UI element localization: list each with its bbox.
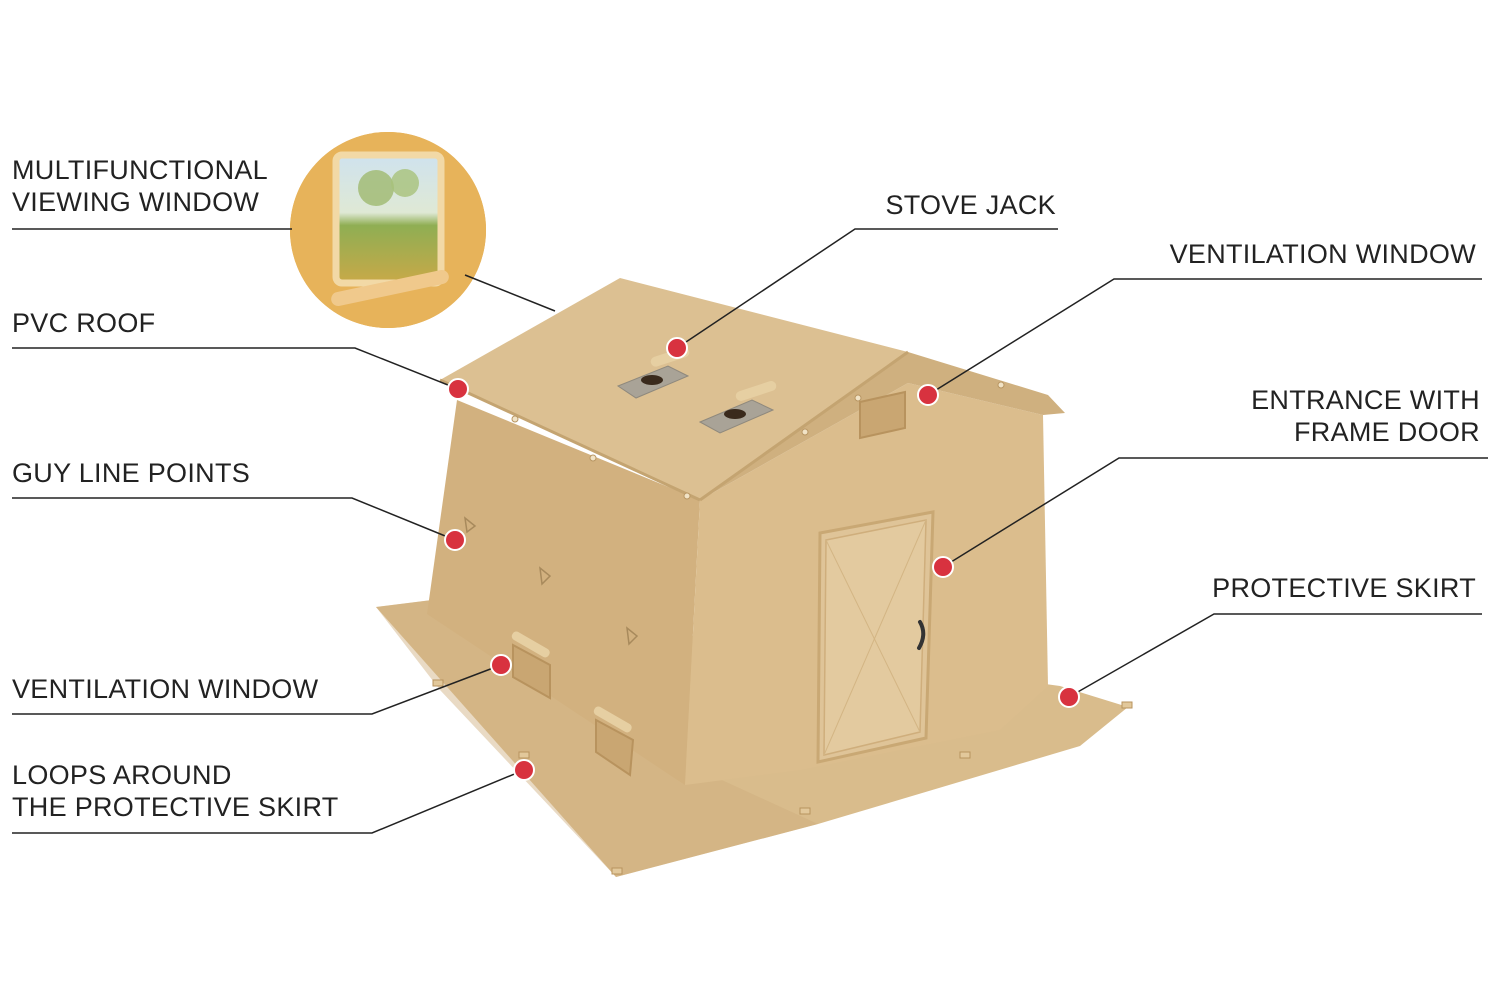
label-pvc-roof: PVC ROOF [12,307,155,339]
leader-lines [12,228,1488,834]
label-line: MULTIFUNCTIONAL [12,155,269,185]
marker-guy-line-points [444,529,466,551]
marker-loops [513,759,535,781]
label-line: STOVE JACK [885,190,1056,220]
label-stove-jack: STOVE JACK [885,189,1056,221]
frame-door [816,510,935,764]
label-ventilation-window-right: VENTILATION WINDOW [1170,238,1476,270]
label-loops-skirt: LOOPS AROUND THE PROTECTIVE SKIRT [12,759,339,823]
label-viewing-window: MULTIFUNCTIONAL VIEWING WINDOW [12,154,268,218]
marker-protective-skirt [1058,686,1080,708]
label-line: FRAME DOOR [1293,417,1480,447]
label-guy-line-points: GUY LINE POINTS [12,457,250,489]
tent-illustration [376,278,1133,877]
viewing-window-inset [290,132,486,328]
label-line: LOOPS AROUND [12,760,232,790]
marker-stove-jack [666,337,688,359]
marker-ventilation-window-left [490,654,512,676]
markers [444,337,1080,781]
label-protective-skirt: PROTECTIVE SKIRT [1212,572,1476,604]
label-line: PROTECTIVE SKIRT [1212,573,1476,603]
ventilation-window-top [859,390,906,440]
marker-ventilation-window-right [917,384,939,406]
label-line: THE PROTECTIVE SKIRT [12,792,339,822]
left-wall [427,400,700,785]
label-line: VENTILATION WINDOW [1169,239,1476,269]
label-line: GUY LINE POINTS [12,458,251,488]
label-line: PVC ROOF [12,308,156,338]
label-entrance: ENTRANCE WITH FRAME DOOR [1251,384,1480,448]
label-line: ENTRANCE WITH [1251,385,1480,415]
ventilation-windows-left-wall [511,631,635,777]
marker-pvc-roof [447,378,469,400]
pvc-roof-shape [440,278,908,500]
label-line: VIEWING WINDOW [12,187,260,217]
label-line: VENTILATION WINDOW [12,674,319,704]
marker-entrance [932,556,954,578]
label-ventilation-window-left: VENTILATION WINDOW [12,673,318,705]
